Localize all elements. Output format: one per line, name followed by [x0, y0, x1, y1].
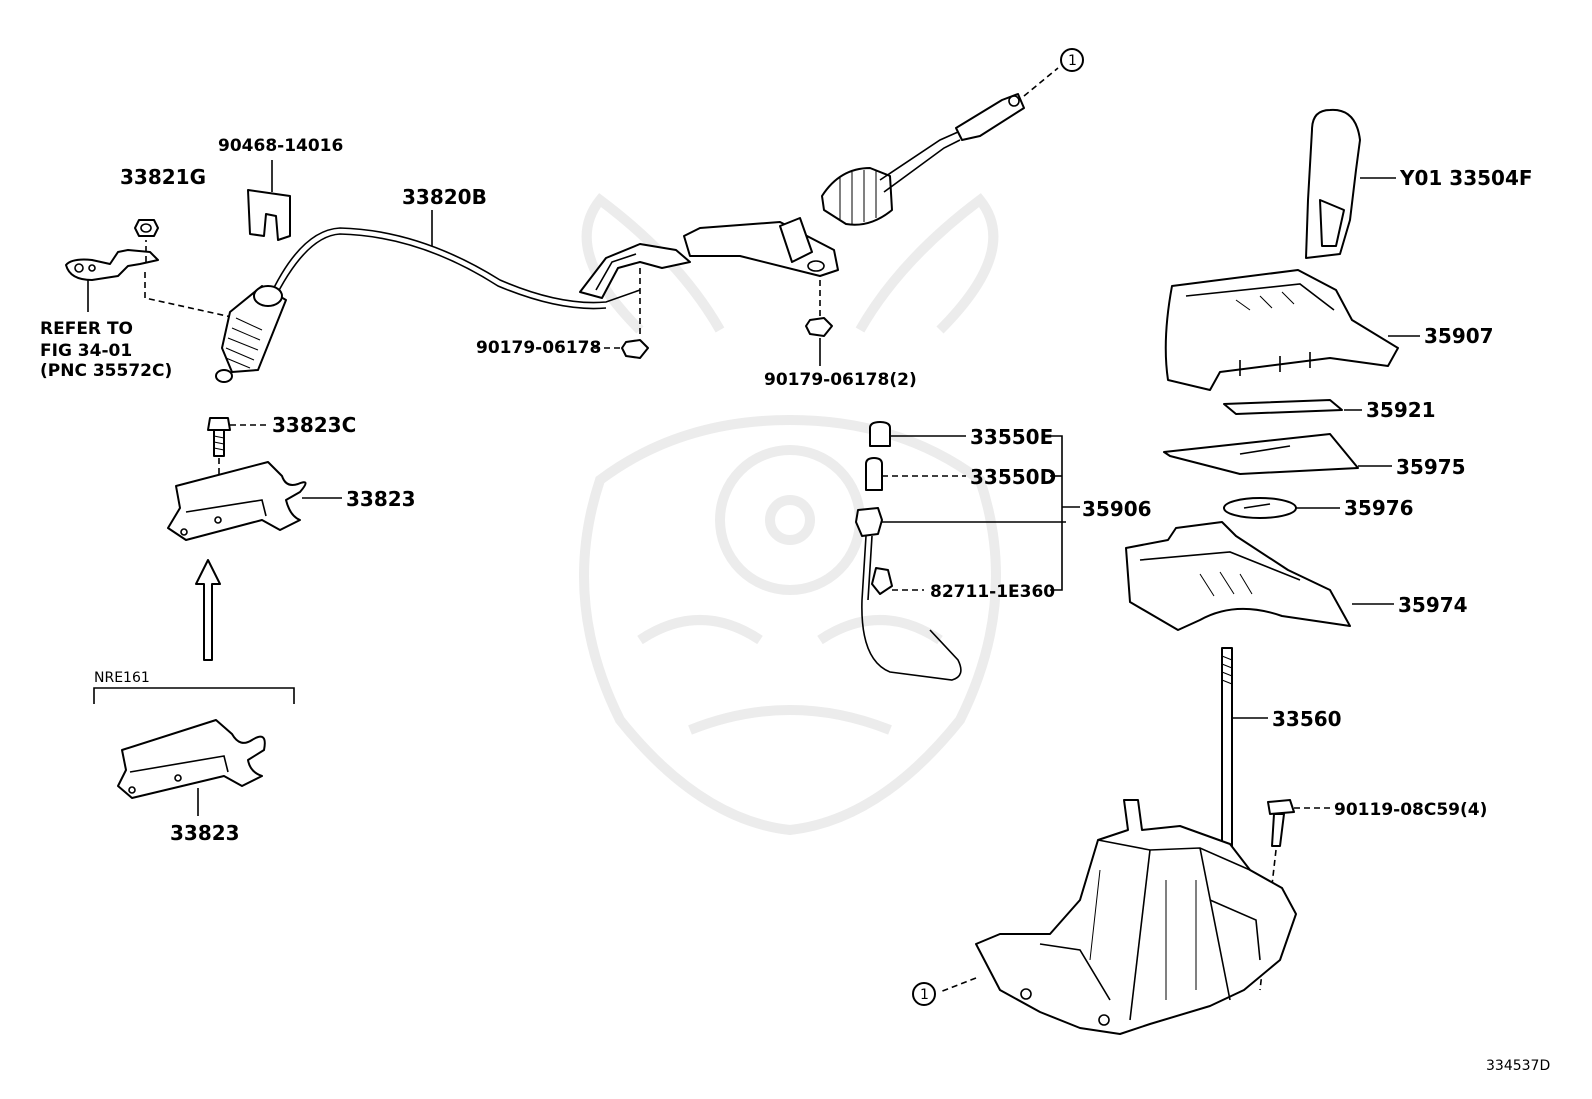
label-33560: 33560	[1272, 707, 1342, 731]
disc-35976	[1223, 497, 1340, 519]
part-33550D	[865, 457, 966, 491]
shifter-base	[939, 799, 1297, 1035]
label-90468: 90468-14016	[218, 136, 343, 156]
nut-33821G	[134, 219, 159, 237]
label-90179-b: 90179-06178(2)	[764, 370, 917, 390]
label-nre161: NRE161	[94, 670, 150, 686]
cable-mount	[683, 217, 839, 277]
ref-circle-bottom	[912, 982, 936, 1006]
label-33823C: 33823C	[272, 413, 356, 437]
housing-35974	[1125, 521, 1394, 631]
label-90119: 90119-08C59(4)	[1334, 800, 1487, 820]
switch-35906	[855, 507, 1066, 681]
diagram-id: 334537D	[1486, 1058, 1550, 1074]
label-33823-bottom: 33823	[170, 821, 240, 845]
plate-35975	[1163, 433, 1392, 475]
label-33550E: 33550E	[970, 425, 1053, 449]
label-35906: 35906	[1082, 497, 1152, 521]
clip-90468-14016	[247, 160, 291, 241]
up-arrow-icon	[195, 559, 221, 661]
label-refer-3: (PNC 35572C)	[40, 361, 172, 381]
cable-boot	[215, 285, 287, 383]
label-90179-a: 90179-06178	[476, 338, 601, 358]
label-82711: 82711-1E360	[930, 582, 1055, 602]
shift-cable-33820B	[215, 67, 1059, 383]
plate-35921	[1223, 399, 1362, 415]
label-35976: 35976	[1344, 496, 1414, 520]
cover-35907	[1164, 269, 1420, 391]
ref-circle-top-label: 1	[1068, 53, 1077, 69]
watermark-emblem	[579, 193, 1001, 836]
cable-bracket	[579, 243, 691, 299]
bracket-33823-top	[167, 461, 342, 541]
ref-circle-bottom-label: 1	[920, 987, 929, 1003]
nut-90179-b	[805, 280, 833, 366]
lever-rod-33560	[1221, 647, 1268, 851]
label-33823-top: 33823	[346, 487, 416, 511]
label-Y01: Y01 33504F	[1399, 166, 1533, 190]
label-35975: 35975	[1396, 455, 1466, 479]
bracket-refer	[65, 240, 237, 328]
label-35907: 35907	[1424, 324, 1494, 348]
nre161-bracket	[93, 687, 295, 704]
label-refer-1: REFER TO	[40, 319, 133, 339]
bracket-33823-bottom	[117, 719, 266, 816]
label-35921: 35921	[1366, 398, 1436, 422]
label-33821G: 33821G	[120, 165, 206, 189]
ref-circle-top	[1060, 48, 1084, 72]
label-33550D: 33550D	[970, 465, 1056, 489]
shift-knob	[1305, 108, 1396, 259]
bracket-35906	[1050, 435, 1080, 591]
label-33820B: 33820B	[402, 185, 487, 209]
label-refer-2: FIG 34-01	[40, 341, 132, 361]
part-33550E	[869, 421, 966, 447]
nut-90179-a	[594, 268, 649, 359]
cable-adjuster	[821, 67, 1059, 226]
label-35974: 35974	[1398, 593, 1468, 617]
